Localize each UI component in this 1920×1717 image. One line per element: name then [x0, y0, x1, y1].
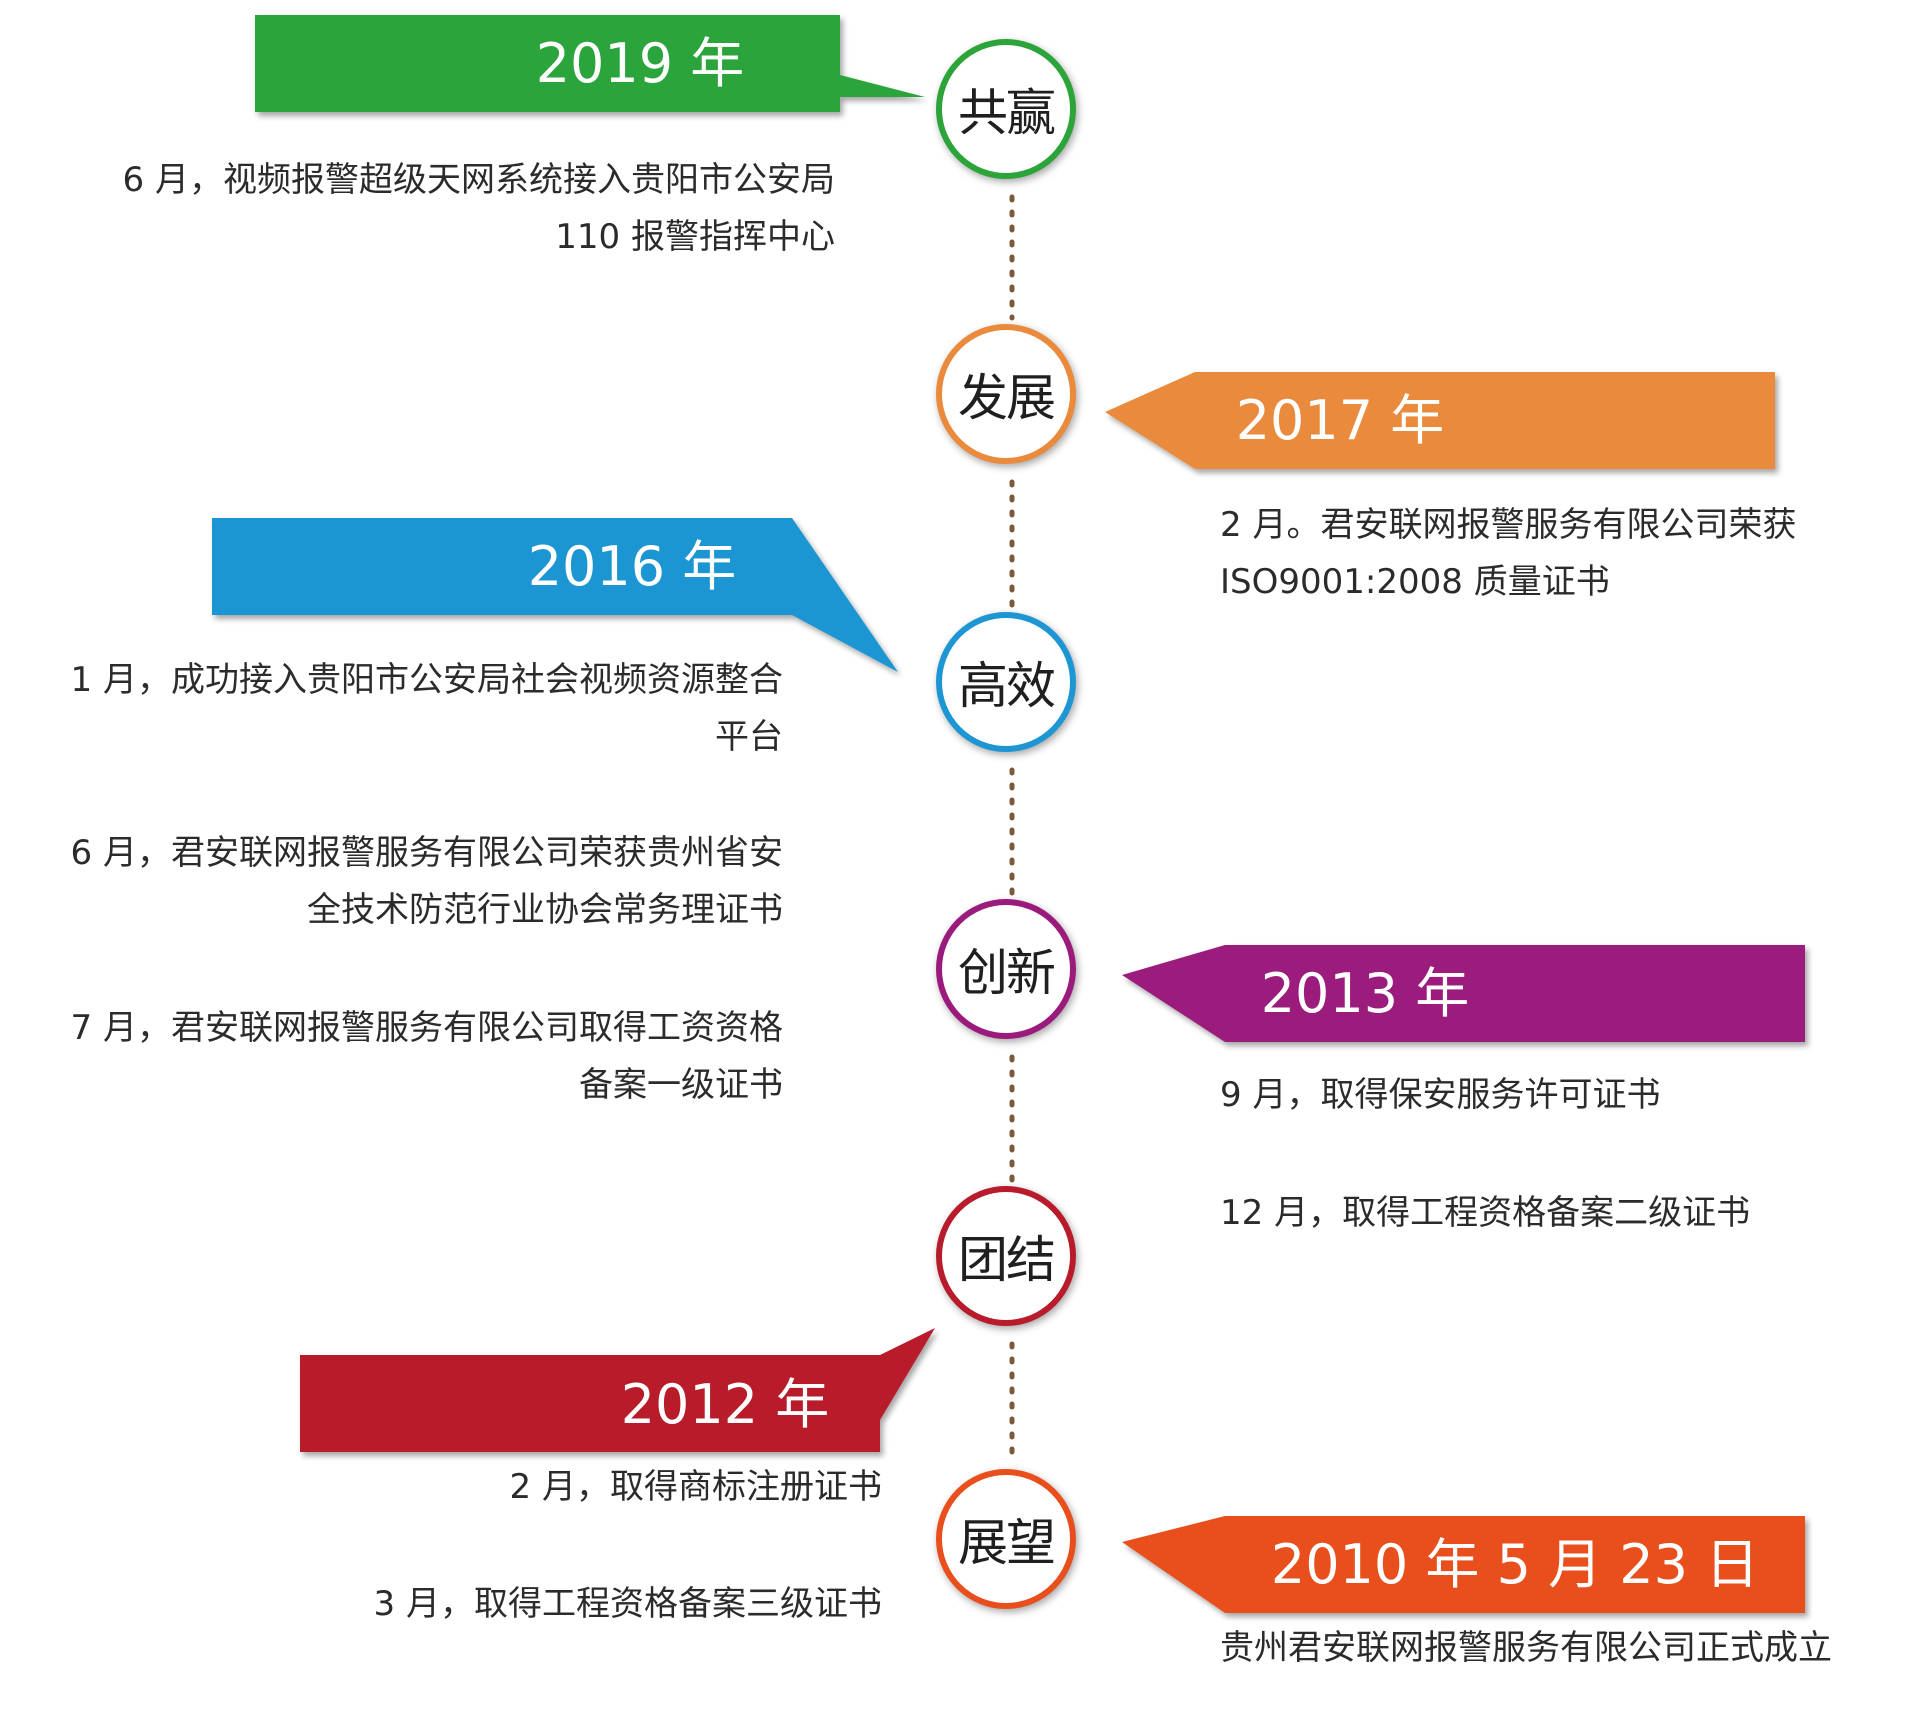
node-gaoxiao: 高效 — [936, 612, 1076, 752]
event-2016-jun: 6 月，君安联网报警服务有限公司荣获贵州省安全技术防范行业协会常务理证书 — [70, 833, 783, 930]
year-label-2019: 2019 年 — [535, 32, 745, 95]
year-label-2012: 2012 年 — [620, 1373, 830, 1436]
event-2019-jun: 6 月，视频报警超级天网系统接入贵阳市公安局 110 报警指挥中心 — [122, 160, 835, 257]
year-flag-2 — [212, 518, 898, 672]
year-label-2016: 2016 年 — [527, 535, 737, 598]
year-label-2017: 2017 年 — [1235, 389, 1445, 452]
event-2012-feb: 2 月，取得商标注册证书 — [509, 1467, 882, 1507]
year-flag-4 — [300, 1328, 935, 1452]
node-zhanwang: 展望 — [936, 1469, 1076, 1609]
event-2013-dec: 12 月，取得工程资格备案二级证书 — [1220, 1193, 1751, 1233]
node-tuanjie: 团结 — [936, 1186, 1076, 1326]
event-2016-jan: 1 月，成功接入贵阳市公安局社会视频资源整合平台 — [70, 660, 783, 757]
year-flag-1 — [1105, 372, 1775, 469]
event-2010-may: 贵州君安联网报警服务有限公司正式成立 — [1220, 1628, 1832, 1668]
event-2012-mar: 3 月，取得工程资格备案三级证书 — [373, 1584, 882, 1624]
year-flag-3 — [1122, 945, 1805, 1042]
year-flag-0 — [255, 15, 925, 112]
node-fazhan: 发展 — [936, 324, 1076, 464]
year-flag-5 — [1122, 1516, 1805, 1613]
event-2013-sep: 9 月，取得保安服务许可证书 — [1220, 1075, 1661, 1115]
year-label-2013: 2013 年 — [1260, 962, 1470, 1025]
event-2016-jul: 7 月，君安联网报警服务有限公司取得工资资格备案一级证书 — [70, 1008, 783, 1105]
node-gongying: 共赢 — [936, 39, 1076, 179]
node-chuangxin: 创新 — [936, 899, 1076, 1039]
event-2017-feb: 2 月。君安联网报警服务有限公司荣获 ISO9001:2008 质量证书 — [1220, 505, 1797, 602]
year-label-2010: 2010 年 5 月 23 日 — [1270, 1533, 1760, 1596]
